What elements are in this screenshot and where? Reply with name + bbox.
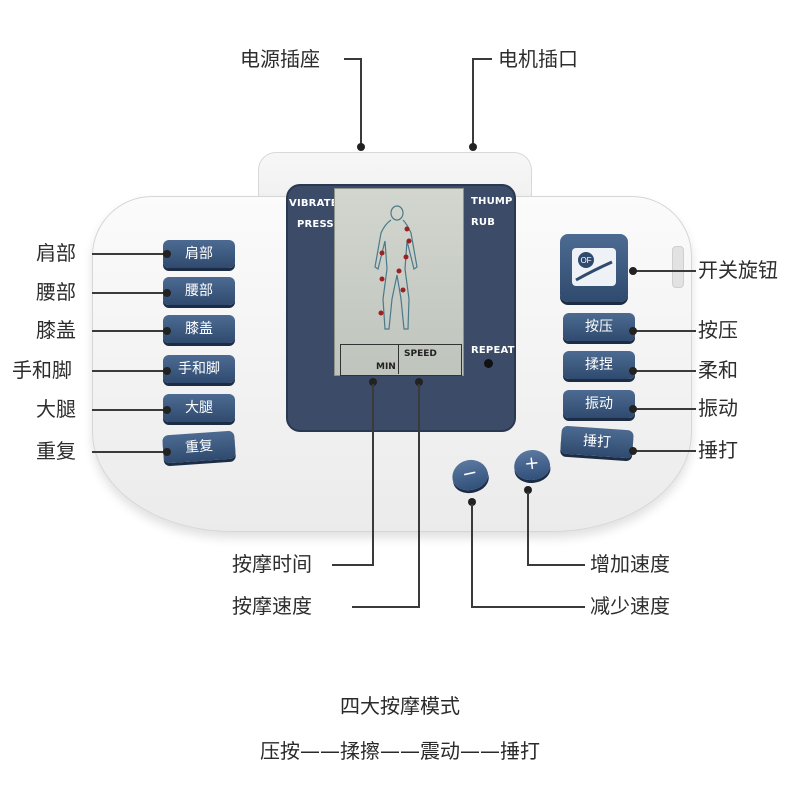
- callout-thump: 捶打: [698, 438, 738, 462]
- leader-thump: [634, 450, 696, 452]
- leader-shoulder-dot: [163, 250, 171, 258]
- leader-thigh: [92, 409, 168, 411]
- leader-waist: [92, 292, 168, 294]
- callout-repeat: 重复: [36, 439, 76, 463]
- leader-plus-dot: [524, 486, 532, 494]
- power-icon: OF: [572, 248, 616, 286]
- leader-press-dot: [629, 327, 637, 335]
- leader-plus-v: [527, 492, 529, 566]
- leader-hands-feet-dot: [163, 367, 171, 375]
- leader-speed-dot: [415, 378, 423, 386]
- mode-label-thump: THUMP: [471, 196, 513, 207]
- leader-gentle-dot: [629, 367, 637, 375]
- caption-title: 四大按摩模式: [340, 694, 460, 718]
- lcd-status-divider: [398, 344, 399, 374]
- leader-power-socket-v: [360, 58, 362, 146]
- callout-massage-time: 按摩时间: [232, 552, 312, 576]
- leader-vibrate-dot: [629, 405, 637, 413]
- callout-power-socket: 电源插座: [240, 47, 320, 71]
- button-press[interactable]: 按压: [563, 313, 635, 341]
- button-knee[interactable]: 膝盖: [163, 315, 235, 343]
- leader-shoulder: [92, 253, 168, 255]
- leader-motor-port-dot: [469, 143, 477, 151]
- leader-time-h: [332, 564, 374, 566]
- callout-decrease-speed: 减少速度: [590, 594, 670, 618]
- callout-waist: 腰部: [36, 280, 76, 304]
- leader-power-socket-dot: [357, 143, 365, 151]
- button-thump[interactable]: 捶打: [560, 425, 634, 459]
- leader-speed-v: [418, 384, 420, 608]
- button-hands-feet[interactable]: 手和脚: [163, 355, 235, 383]
- leader-time-v: [372, 384, 374, 566]
- mode-label-repeat: REPEAT: [471, 345, 515, 356]
- leader-minus-h: [471, 606, 585, 608]
- lcd-min-label: MIN: [376, 362, 396, 372]
- button-shoulder[interactable]: 肩部: [163, 240, 235, 268]
- leader-time-dot: [369, 378, 377, 386]
- mode-label-press: PRESS: [297, 219, 334, 230]
- callout-hands-feet: 手和脚: [12, 358, 72, 382]
- knob-nub: [672, 246, 684, 288]
- lcd-speed-label: SPEED: [404, 349, 437, 359]
- leader-thigh-dot: [163, 406, 171, 414]
- leader-power-knob-dot: [629, 267, 637, 275]
- callout-vibrate: 振动: [698, 396, 738, 420]
- callout-gentle: 柔和: [698, 358, 738, 382]
- callout-motor-port: 电机插口: [498, 47, 578, 71]
- callout-massage-speed: 按摩速度: [232, 594, 312, 618]
- body-figure-icon: [374, 205, 418, 330]
- leader-repeat: [92, 451, 168, 453]
- leader-motor-port-h: [472, 58, 492, 60]
- mode-label-rub: RUB: [471, 217, 496, 228]
- button-waist[interactable]: 腰部: [163, 277, 235, 305]
- leader-press: [634, 330, 696, 332]
- leader-speed-h: [352, 606, 420, 608]
- leader-minus-v: [471, 504, 473, 608]
- button-knead[interactable]: 揉捏: [563, 351, 635, 379]
- repeat-indicator: [484, 359, 493, 368]
- leader-hands-feet: [92, 370, 168, 372]
- leader-motor-port-v: [472, 58, 474, 146]
- button-repeat[interactable]: 重复: [162, 430, 236, 464]
- leader-thump-dot: [629, 447, 637, 455]
- callout-thigh: 大腿: [36, 397, 76, 421]
- leader-power-knob: [634, 270, 696, 272]
- leader-power-socket-h: [344, 58, 362, 60]
- callout-press: 按压: [698, 318, 738, 342]
- button-vibrate[interactable]: 振动: [563, 390, 635, 418]
- leader-gentle: [634, 370, 696, 372]
- power-button-label: OF: [580, 256, 591, 265]
- leader-waist-dot: [163, 289, 171, 297]
- leader-knee: [92, 330, 168, 332]
- caption-sequence: 压按——揉擦——震动——捶打: [260, 739, 540, 763]
- lcd-status-box: [340, 344, 462, 376]
- leader-vibrate: [634, 408, 696, 410]
- leader-repeat-dot: [163, 448, 171, 456]
- leader-plus-h: [527, 564, 585, 566]
- leader-knee-dot: [163, 327, 171, 335]
- mode-label-vibrate: VIBRATE: [289, 198, 338, 209]
- callout-knee: 膝盖: [36, 318, 76, 342]
- callout-power-knob: 开关旋钮: [698, 258, 778, 282]
- button-thigh[interactable]: 大腿: [163, 394, 235, 422]
- leader-minus-dot: [468, 498, 476, 506]
- callout-increase-speed: 增加速度: [590, 552, 670, 576]
- callout-shoulder: 肩部: [36, 241, 76, 265]
